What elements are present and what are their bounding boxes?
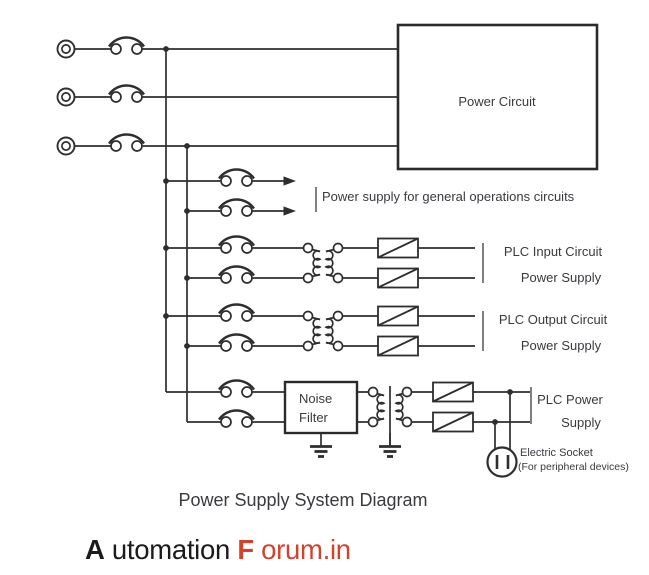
diagram-caption: Power Supply System Diagram xyxy=(178,490,427,510)
noise-filter-block: Noise Filter xyxy=(283,380,359,435)
input-terminal-icon xyxy=(56,39,76,59)
logo-segment-utomation: utomation xyxy=(112,534,230,565)
breaker-switch-icon xyxy=(217,379,256,399)
logo-segment-orum-in: orum.in xyxy=(261,534,351,565)
feed-arrow-icon xyxy=(251,175,297,187)
automationforum-logo: A utomation F orum.in xyxy=(85,534,351,565)
breaker-switch-icon xyxy=(217,235,256,255)
electric-socket-icon xyxy=(486,446,518,478)
plc-power-label-line1: PLC Power xyxy=(537,392,603,407)
rectifier-icon xyxy=(377,237,419,259)
breaker-switch-icon xyxy=(217,333,256,353)
breaker-switch-icon xyxy=(217,303,256,323)
noise-filter-label-line2: Filter xyxy=(299,410,329,425)
transformer-icon xyxy=(302,310,344,352)
socket-drop-wires xyxy=(494,392,511,450)
gen-ops-label: Power supply for general operations circ… xyxy=(322,189,575,204)
logo-segment-f: F xyxy=(237,534,254,565)
power-circuit-block: Power Circuit xyxy=(396,23,599,171)
plc-input-label-line2: Power Supply xyxy=(521,270,602,285)
plc-input-label-line1: PLC Input Circuit xyxy=(504,244,603,259)
rectifier-icon xyxy=(377,267,419,289)
breaker-switch-icon xyxy=(107,36,146,56)
input-terminal-icon xyxy=(56,87,76,107)
breaker-switch-icon xyxy=(217,198,256,218)
logo-segment-a: A xyxy=(85,534,105,565)
electric-socket-label-line2: (For peripheral devices) xyxy=(518,461,629,473)
transformer-icon xyxy=(302,242,344,284)
breaker-switch-icon xyxy=(217,409,256,429)
feed-arrow-icon xyxy=(251,205,297,217)
rectifier-icon xyxy=(377,305,419,327)
noise-filter-label-line1: Noise xyxy=(299,391,332,406)
rectifier-icon xyxy=(432,381,474,403)
input-terminal-icon xyxy=(56,136,76,156)
plc-output-label-line1: PLC Output Circuit xyxy=(499,312,608,327)
breaker-switch-icon xyxy=(107,133,146,153)
power-circuit-label: Power Circuit xyxy=(458,94,536,109)
rectifier-icon xyxy=(432,411,474,433)
breaker-switch-icon xyxy=(107,84,146,104)
rectifier-icon xyxy=(377,335,419,357)
breaker-switch-icon xyxy=(217,168,256,188)
plc-output-label-line2: Power Supply xyxy=(521,338,602,353)
junction-dots xyxy=(163,46,513,425)
plc-power-label-line2: Supply xyxy=(561,415,601,430)
electric-socket-label-line1: Electric Socket xyxy=(520,447,593,459)
breaker-switch-icon xyxy=(217,265,256,285)
ground-icon xyxy=(377,431,403,458)
ground-icon xyxy=(308,431,334,458)
